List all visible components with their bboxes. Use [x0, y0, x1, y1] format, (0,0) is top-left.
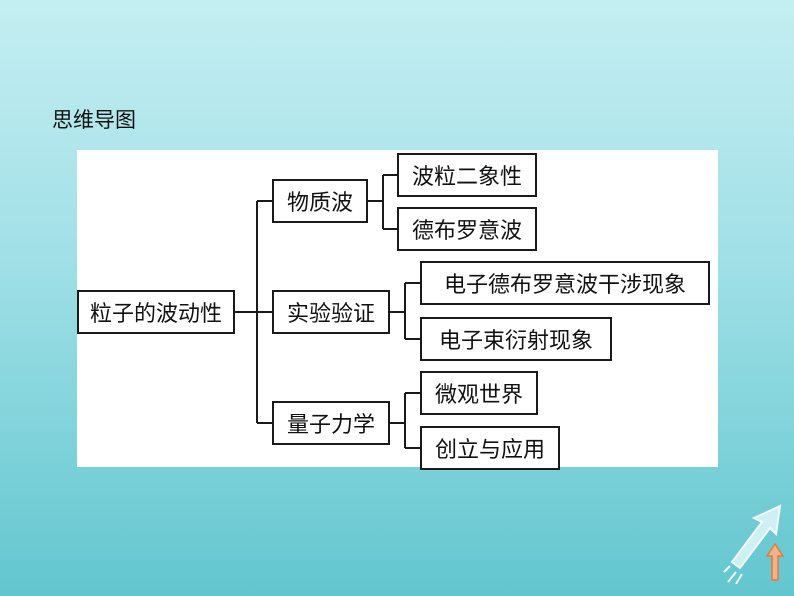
- root-node: 粒子的波动性: [77, 290, 235, 334]
- leaf-node-micro-world: 微观世界: [420, 371, 538, 415]
- leaf-node-de-broglie-wave: 德布罗意波: [397, 207, 537, 251]
- leaf-node-electron-diffraction: 电子束衍射现象: [420, 317, 612, 361]
- branch-node-experiment: 实验验证: [272, 290, 390, 334]
- leaf-node-electron-interference: 电子德布罗意波干涉现象: [420, 261, 710, 305]
- connector-lines: [235, 174, 420, 449]
- branch-node-quantum-mechanics: 量子力学: [272, 401, 390, 445]
- leaf-node-wave-particle-duality: 波粒二象性: [397, 153, 537, 197]
- leaf-node-founding-application: 创立与应用: [420, 426, 560, 470]
- arrow-up-icon: [723, 504, 785, 584]
- mind-map-panel: 粒子的波动性 物质波 实验验证 量子力学 波粒二象性 德布罗意波 电子德布罗意波…: [77, 150, 718, 470]
- branch-node-matter-wave: 物质波: [272, 179, 368, 223]
- page-title: 思维导图: [52, 108, 136, 132]
